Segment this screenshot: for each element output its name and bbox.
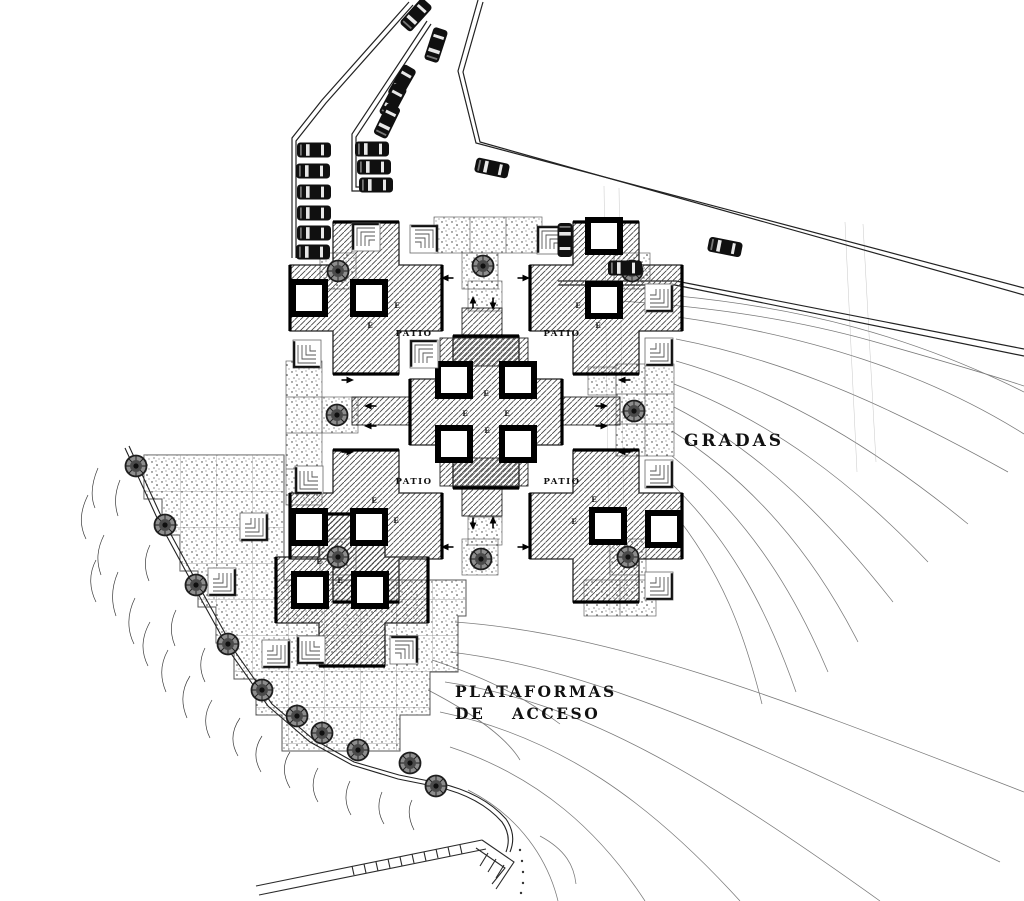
car-icon (706, 236, 744, 258)
car-icon (297, 225, 331, 241)
entrance-label: E (371, 496, 376, 505)
stair-spiral-icon (643, 570, 675, 602)
entrance-label: E (462, 409, 467, 418)
entrance-label: E (483, 389, 488, 398)
patio-label: PATIO (543, 477, 580, 487)
entrance-label: E (575, 301, 580, 310)
room-square-icon (353, 511, 385, 543)
room-square-icon (294, 574, 326, 606)
road-edge (462, 1, 1024, 296)
entrance-label: E (571, 517, 576, 526)
entrance-label: E (337, 576, 342, 585)
tree-icon (346, 738, 370, 762)
stair-spiral-icon (643, 282, 675, 314)
car-icon (357, 159, 391, 175)
tree-icon (184, 573, 208, 597)
car-icon (296, 163, 330, 179)
stair-spiral-icon (295, 634, 327, 666)
tree-icon (326, 259, 350, 283)
stair-spiral-icon (643, 336, 675, 368)
labels: GRADAS PLATAFORMAS DE ACCESO (455, 431, 784, 723)
room-square-icon (438, 364, 470, 396)
entrance-label: E (504, 409, 509, 418)
stair-spiral-icon (293, 464, 325, 496)
car-icon (423, 26, 449, 64)
entrance-label: E (316, 557, 321, 566)
parking-boundary (291, 1, 410, 258)
stair-spiral-icon (643, 458, 675, 490)
tree-icon (622, 399, 646, 423)
tree-icon (424, 774, 448, 798)
gradas-label: GRADAS (684, 431, 784, 451)
tree-icon (124, 454, 148, 478)
entrance-arrow-icon (340, 375, 355, 385)
car-icon (557, 223, 573, 257)
room-square-icon (438, 428, 470, 460)
car-icon (297, 205, 331, 221)
entrance-label: E (595, 321, 600, 330)
stair-spiral-icon (388, 634, 420, 666)
car-icon (608, 260, 642, 276)
tree-icon (310, 721, 334, 745)
room-square-icon (588, 284, 620, 316)
tree-icon (471, 254, 495, 278)
car-icon (297, 142, 331, 158)
room-square-icon (648, 513, 680, 545)
patio-label: PATIO (395, 477, 432, 487)
tree-icon (285, 704, 309, 728)
plataformas-label-line1: PLATAFORMAS (455, 682, 617, 701)
room-square-icon (293, 511, 325, 543)
slope-grass-strokes (81, 467, 415, 831)
parking-boundary (295, 4, 414, 258)
patio-label: PATIO (395, 329, 432, 339)
entrance-arrow-icon (516, 542, 531, 552)
building-complex: PATIO PATIO PATIO PATIO E E E E E E E E … (206, 216, 684, 670)
tree-icon (616, 545, 640, 569)
tree-icon (326, 545, 350, 569)
entrance-label: E (393, 516, 398, 525)
car-icon (372, 102, 402, 140)
room-square-icon (293, 282, 325, 314)
car-icon (359, 177, 393, 193)
tree-icon (469, 547, 493, 571)
car-icon (297, 184, 331, 200)
room-square-icon (353, 282, 385, 314)
stair-spiral-icon (260, 638, 292, 670)
room-square-icon (502, 364, 534, 396)
tree-icon (325, 403, 349, 427)
car-icon (473, 157, 511, 179)
stair-spiral-icon (408, 338, 440, 370)
entrance-label: E (484, 426, 489, 435)
stair-spiral-icon (238, 511, 270, 543)
plataformas-label-de: DE (455, 704, 485, 723)
patio-label: PATIO (543, 329, 580, 339)
tree-icon (250, 678, 274, 702)
entrance-label: E (591, 495, 596, 504)
cliff-edge (124, 445, 514, 853)
room-square-icon (502, 428, 534, 460)
room-square-icon (354, 574, 386, 606)
entrance-label: E (394, 301, 399, 310)
stairway (255, 839, 525, 896)
entrance-arrow-icon (516, 273, 531, 283)
road-edge (457, 0, 1024, 289)
entrance-label: E (367, 321, 372, 330)
stair-spiral-icon (408, 223, 440, 255)
car-icon (355, 141, 389, 157)
room-square-icon (592, 510, 624, 542)
stair-spiral-icon (206, 566, 238, 598)
tree-icon (153, 513, 177, 537)
stair-spiral-icon (350, 221, 382, 253)
stair-spiral-icon (291, 338, 323, 370)
plataformas-label-acceso: ACCESO (511, 704, 600, 723)
tree-icon (216, 632, 240, 656)
room-square-icon (588, 220, 620, 252)
tree-icon (398, 751, 422, 775)
car-icon (296, 244, 330, 260)
